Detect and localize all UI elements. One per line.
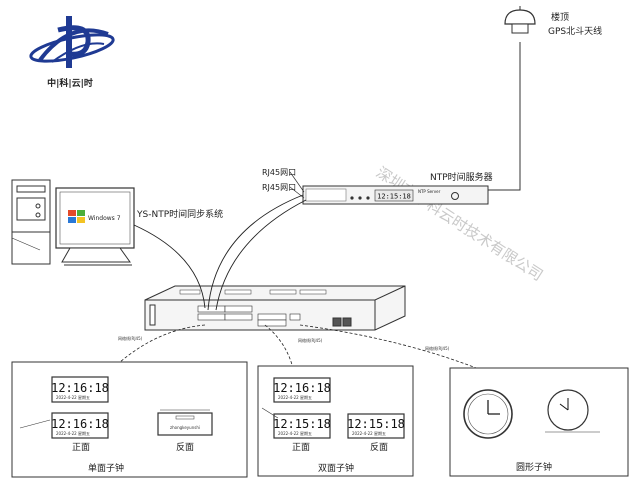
cable-switch-ntp-2 — [215, 199, 307, 311]
double-clock-back-date: 2022-4-22 星期五 — [352, 430, 386, 436]
ntp-server-display: 12:15:18 — [377, 193, 411, 201]
single-clock-front-time: 12:16:18 — [51, 417, 109, 431]
antenna-cable — [488, 44, 521, 191]
double-clock-front-label: 正面 — [292, 442, 310, 453]
rj45-port-label-2: RJ45网口 — [262, 183, 296, 192]
link-label-3: 网络线(RJ45) — [425, 345, 450, 351]
windows-label: Windows 7 — [88, 215, 121, 222]
double-clock-caption: 双面子钟 — [318, 462, 354, 474]
cable-pc-switch — [133, 224, 206, 309]
double-clock-top-time: 12:16:18 — [273, 381, 331, 395]
single-sided-clock-panel: 12:16:18 2022-4-22 星期五 12:16:18 2022-4-2… — [11, 361, 248, 478]
single-clock-caption: 单面子钟 — [88, 462, 124, 474]
double-clock-back-label: 反面 — [370, 442, 388, 453]
gps-antenna — [504, 6, 536, 44]
double-clock-top-date: 2022-4-22 星期五 — [278, 394, 312, 400]
pc-tower — [11, 179, 51, 265]
network-switch — [144, 285, 406, 331]
rj45-leader-1 — [289, 171, 305, 193]
link-label-1: 网络线(RJ45) — [118, 335, 143, 341]
ntp-server-panel-label: NTP Server — [418, 189, 441, 194]
double-sided-clock-panel: 12:16:18 2022-4-22 星期五 12:15:18 2022-4-2… — [257, 365, 414, 477]
ntp-server-title: NTP时间服务器 — [430, 171, 493, 183]
link-label-2: 网络线(RJ45) — [298, 337, 323, 343]
pc-system-label: YS-NTP时间同步系统 — [136, 208, 223, 220]
double-clock-back-time: 12:15:18 — [347, 417, 405, 431]
round-clock-caption: 圆形子钟 — [516, 461, 552, 473]
pc-monitor: Windows 7 — [55, 187, 135, 266]
rj45-leader-2 — [289, 186, 305, 199]
rj45-port-label-1: RJ45网口 — [262, 168, 296, 177]
antenna-label-roof: 楼顶 — [551, 11, 569, 23]
single-clock-back-brand: zhongkeyunshi — [170, 425, 200, 430]
single-clock-back-label: 反面 — [176, 442, 194, 453]
ntp-server-device: 12:15:18 NTP Server — [302, 185, 489, 205]
single-clock-front-date: 2022-4-22 星期五 — [56, 430, 90, 436]
double-clock-front-time: 12:15:18 — [273, 417, 331, 431]
double-clock-front-date: 2022-4-22 星期五 — [278, 430, 312, 436]
single-clock-front-label: 正面 — [72, 442, 90, 453]
single-clock-top-date: 2022-4-22 星期五 — [56, 394, 90, 400]
round-clock-panel: 圆形子钟 — [449, 367, 629, 477]
logo-text: 中|科|云|时 — [47, 77, 93, 89]
antenna-label-gps: GPS北斗天线 — [548, 25, 602, 37]
cable-switch-ntp-1 — [207, 194, 304, 311]
single-clock-top-time: 12:16:18 — [51, 381, 109, 395]
company-logo: 中|科|云|时 — [29, 16, 115, 89]
